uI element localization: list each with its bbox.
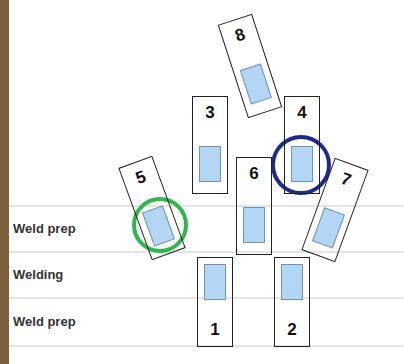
box-number: 8: [221, 21, 260, 51]
box-number: 5: [122, 163, 161, 193]
box-number: 4: [285, 103, 319, 123]
highlight-circle: [134, 199, 186, 251]
window-rect: [281, 264, 303, 300]
window-rect: [142, 205, 175, 246]
highlight-circle: [273, 137, 329, 193]
box-number: 7: [327, 165, 366, 195]
numbered-box: 3: [192, 96, 228, 194]
window-rect: [291, 146, 313, 182]
numbered-box: 4: [284, 96, 320, 194]
box-number: 3: [193, 103, 227, 123]
stage-label: Weld prep: [13, 314, 76, 330]
numbered-box: 6: [236, 157, 272, 255]
window-rect: [239, 64, 271, 105]
stage-label: Weld prep: [13, 221, 76, 237]
band-line: [9, 206, 404, 207]
stage-label: Welding: [13, 267, 63, 283]
box-number: 1: [198, 320, 232, 340]
numbered-box: 1: [197, 257, 233, 347]
band-line: [9, 252, 404, 253]
numbered-box: 2: [274, 257, 310, 347]
box-number: 6: [237, 164, 271, 184]
box-number: 2: [275, 320, 309, 340]
numbered-box: 5: [118, 156, 185, 260]
window-rect: [199, 146, 221, 182]
window-rect: [243, 207, 265, 243]
window-rect: [204, 264, 226, 300]
window-rect: [312, 207, 345, 248]
